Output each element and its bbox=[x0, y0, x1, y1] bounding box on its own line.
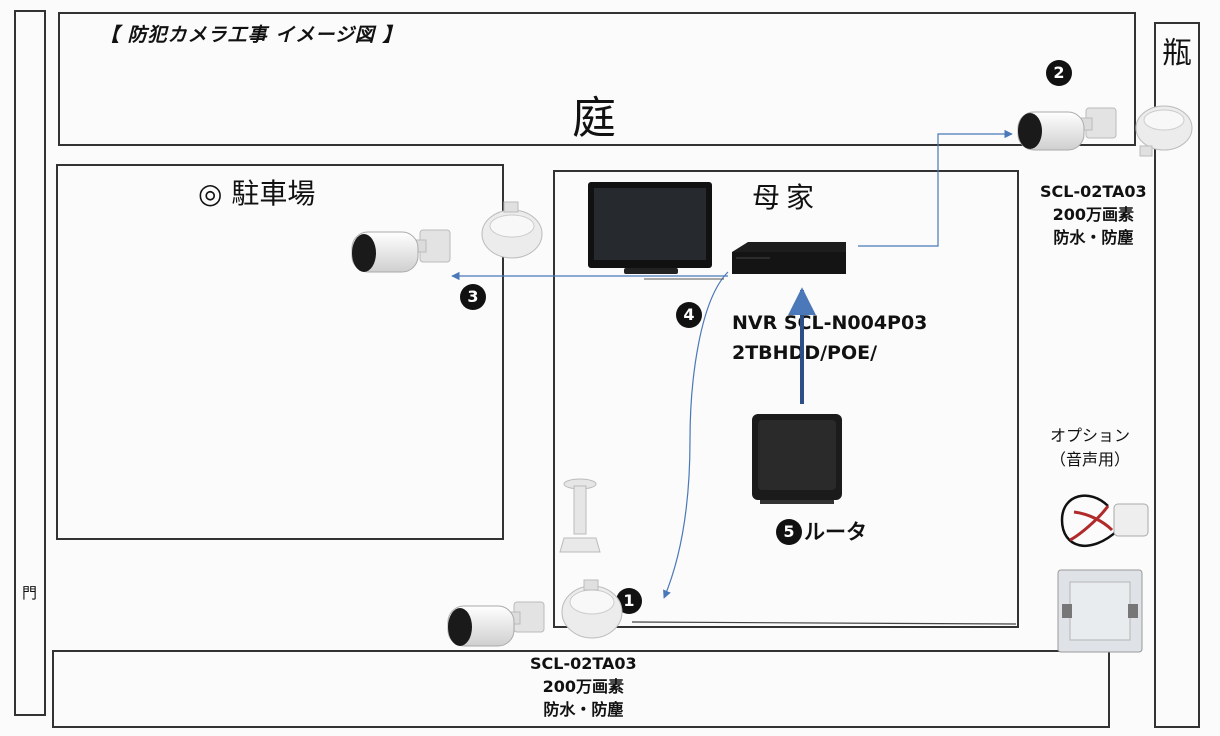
camera-2-protection: 防水・防塵 bbox=[1053, 228, 1134, 247]
diagram-title: 【 防犯カメラ工事 イメージ図 】 bbox=[100, 24, 403, 46]
camera-2-model: SCL-02TA03 bbox=[1040, 182, 1147, 201]
junction-box-1-icon bbox=[561, 579, 623, 639]
camera-1-protection: 防水・防塵 bbox=[543, 700, 624, 719]
pendant-mount-icon bbox=[559, 478, 601, 553]
nvr-spec: NVR SCL-N004P03 2TBHDD/POE/ bbox=[732, 308, 927, 368]
camera-2-icon bbox=[1017, 107, 1117, 151]
main-house-label: 母家 bbox=[752, 181, 821, 214]
option-subtitle: （音声用） bbox=[1050, 450, 1131, 469]
camera-2-spec: SCL-02TA03 200万画素 防水・防塵 bbox=[1040, 180, 1147, 249]
nvr-recorder-icon bbox=[732, 242, 846, 274]
camera-2-resolution: 200万画素 bbox=[1052, 205, 1135, 224]
cable-nvr-to-camera-1 bbox=[663, 271, 729, 599]
option-title: オプション bbox=[1050, 426, 1131, 445]
router-icon bbox=[752, 414, 842, 504]
junction-box-3-icon bbox=[481, 201, 543, 259]
poe-device-icon bbox=[1057, 569, 1143, 653]
bin-label: 瓶 bbox=[1162, 36, 1192, 71]
router-text: ルータ bbox=[804, 520, 867, 544]
nvr-badge: 4 bbox=[676, 302, 702, 328]
parking-label: ◎ 駐車場 bbox=[198, 177, 316, 210]
parking-area bbox=[56, 164, 504, 540]
camera-1-model: SCL-02TA03 bbox=[530, 654, 637, 673]
camera-1-resolution: 200万画素 bbox=[542, 677, 625, 696]
garden-area bbox=[58, 12, 1136, 146]
gate-label: 門 bbox=[22, 584, 38, 602]
microphone-icon bbox=[1060, 494, 1149, 548]
main-house-area bbox=[553, 170, 1019, 628]
bottom-street-outline bbox=[52, 650, 1110, 728]
nvr-model: NVR SCL-N004P03 bbox=[732, 312, 928, 334]
junction-box-2-icon bbox=[1135, 105, 1193, 157]
router-badge: 5 bbox=[776, 519, 802, 545]
cable-nvr-to-camera-2 bbox=[858, 129, 1013, 247]
bin-area bbox=[1154, 22, 1200, 728]
camera-3-icon bbox=[351, 229, 451, 273]
left-street-outline bbox=[14, 10, 46, 716]
camera-3-badge: 3 bbox=[460, 284, 486, 310]
camera-2-badge: 2 bbox=[1046, 60, 1072, 86]
option-label: オプション （音声用） bbox=[1050, 424, 1130, 472]
camera-1-icon bbox=[447, 601, 545, 647]
monitor-icon bbox=[588, 182, 724, 280]
garden-label: 庭 bbox=[572, 93, 616, 144]
camera-1-spec: SCL-02TA03 200万画素 防水・防塵 bbox=[530, 652, 637, 721]
house-wall-line bbox=[631, 621, 1017, 625]
nvr-storage: 2TBHDD/POE/ bbox=[732, 342, 878, 364]
